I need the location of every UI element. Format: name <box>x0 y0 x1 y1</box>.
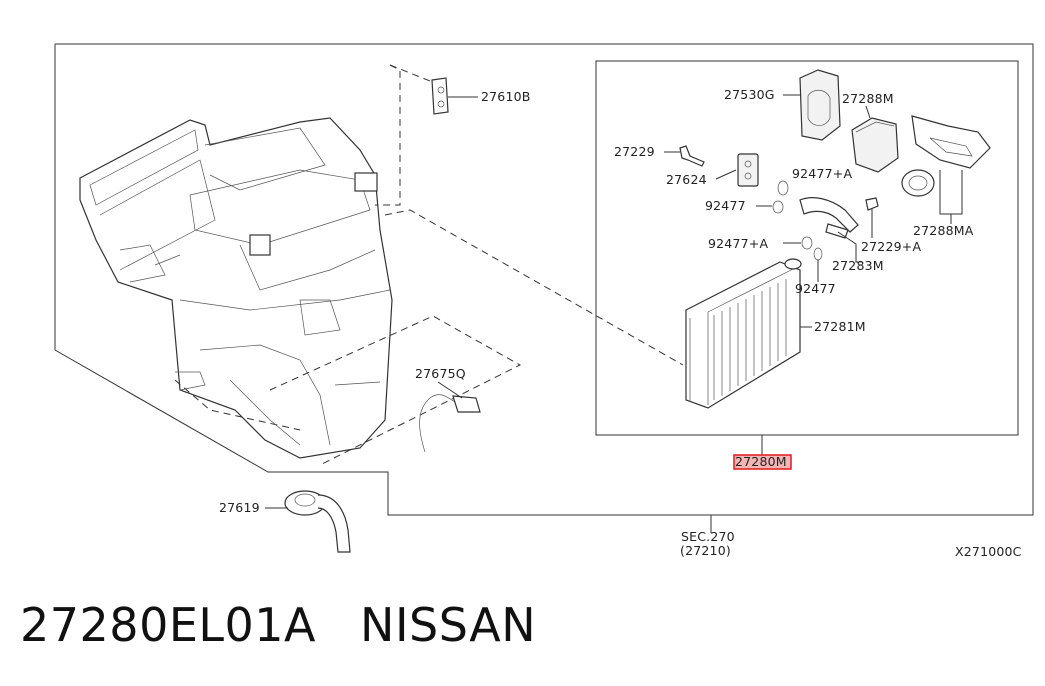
callout-27675Q: 27675Q <box>415 366 466 381</box>
callout-27283M: 27283M <box>832 258 884 273</box>
callout-92477-2: 92477 <box>795 281 836 296</box>
callout-27624: 27624 <box>666 172 707 187</box>
highlight-box <box>733 454 792 470</box>
part-number-caption: 27280EL01A NISSAN <box>20 598 536 652</box>
callout-27619: 27619 <box>219 500 260 515</box>
dash-evaporator <box>384 209 684 366</box>
evaporator-subframe <box>595 60 1019 436</box>
callout-27610B: 27610B <box>481 89 531 104</box>
aspirator-drawing <box>265 490 351 553</box>
callout-27288MA: 27288MA <box>913 223 974 238</box>
section-subreference: (27210) <box>680 543 731 558</box>
heater-unit-drawing <box>79 117 393 459</box>
callout-27281M: 27281M <box>814 319 866 334</box>
callout-27280M: 27280M <box>735 454 787 469</box>
callout-92477A-2: 92477+A <box>708 236 768 251</box>
callout-27229A: 27229+A <box>861 239 921 254</box>
assembly-frame <box>54 43 1034 516</box>
section-reference: SEC.270 <box>681 529 735 544</box>
part-number: 27280EL01A <box>20 598 317 652</box>
callout-27288M: 27288M <box>842 91 894 106</box>
diagram-code: X271000C <box>955 544 1022 559</box>
evaporator-core-drawing <box>685 258 812 409</box>
callout-92477-1: 92477 <box>705 198 746 213</box>
callout-27229: 27229 <box>614 144 655 159</box>
callout-27530G: 27530G <box>724 87 775 102</box>
callout-92477A-1: 92477+A <box>792 166 852 181</box>
dash-27610B <box>375 64 401 206</box>
brand-name: NISSAN <box>360 598 537 652</box>
